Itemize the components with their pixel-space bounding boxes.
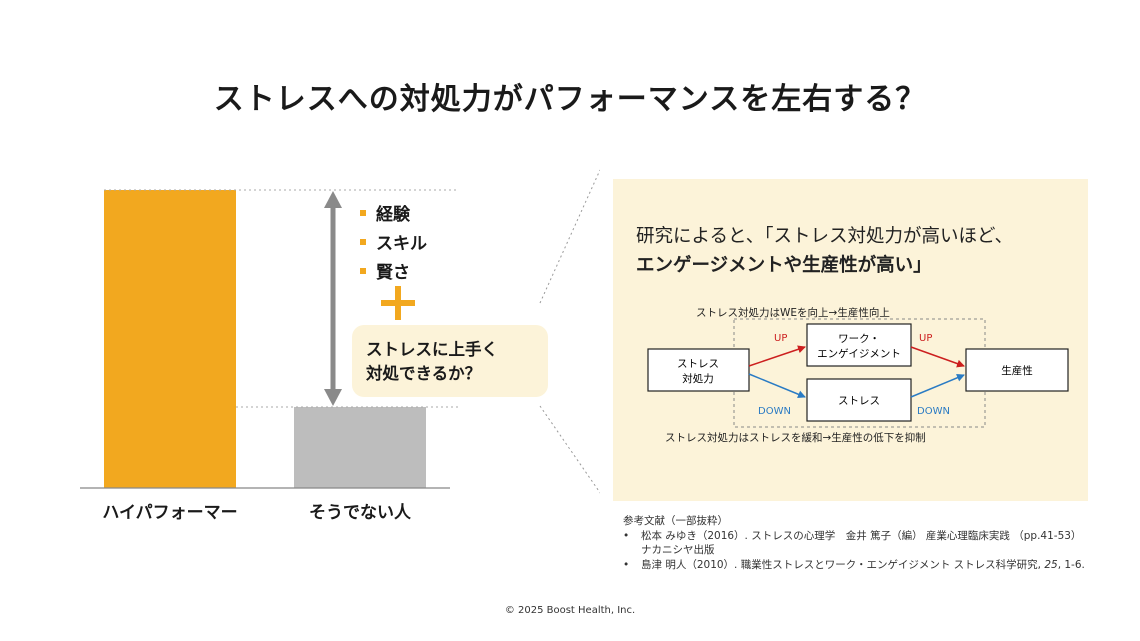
svg-text:エンゲイジメント: エンゲイジメント [817,348,901,360]
high-performer-bar [104,190,236,488]
arrow-stress-to-productivity [910,373,965,398]
references: 参考文献（一部抜粋） • 松本 みゆき（2016）. ストレスの心理学 金井 篤… [623,514,1085,572]
node-stress-coping: ストレス 対処力 [647,348,750,392]
others-bar [294,407,426,488]
research-finding: 研究によると、「ストレス対処力が高いほど、 エンゲージメントや生産性が高い」 [636,226,1014,276]
question-callout: ストレスに上手く 対処できるか？ [352,325,548,397]
svg-text:ワーク・: ワーク・ [838,333,880,345]
bullet-icon [360,238,366,245]
stress-coping-diagram: ストレス対処力はWEを向上→生産性向上 ストレス対処力はストレスを緩和→生産性の… [647,306,1069,444]
top-caption: ストレス対処力はWEを向上→生産性向上 [696,306,890,319]
high-performer-label: ハイパフォーマー [102,503,238,523]
references-heading: 参考文献（一部抜粋） [623,515,728,527]
others-label: そうでない人 [309,503,411,523]
up-label-right: UP [919,333,932,344]
svg-text:ストレス: ストレス [838,395,880,407]
copyright-footer: © 2025 Boost Health, Inc. [504,605,636,616]
reference-item: • 島津 明人（2010）. 職業性ストレスとワーク・エンゲイジメント ストレス… [623,558,1085,571]
svg-text:対処力: 対処力 [682,372,714,385]
factor-skill: スキル [360,229,427,254]
plus-icon [381,286,415,320]
arrow-coping-to-stress [748,373,806,399]
up-label-left: UP [774,333,787,344]
performance-comparison-graphic [80,169,600,494]
down-label-left: DOWN [758,406,791,417]
down-label-right: DOWN [917,406,950,417]
bullet-icon [360,267,366,274]
bullet-icon [360,209,366,216]
gap-arrow [324,191,342,406]
reference-item: • 松本 みゆき（2016）. ストレスの心理学 金井 篤子（編） 産業心理臨床… [623,529,1082,557]
node-stress: ストレス [806,378,912,422]
factor-experience: 経験 [360,200,410,225]
arrow-coping-to-engagement [748,345,806,367]
factor-intelligence: 賢さ [360,258,410,283]
node-productivity: 生産性 [965,348,1069,392]
arrow-engagement-to-productivity [910,346,965,368]
bottom-caption: ストレス対処力はストレスを緩和→生産性の低下を抑制 [665,431,926,444]
page-title: ストレスへの対処力がパフォーマンスを左右する？ [213,82,927,117]
svg-text:ストレス: ストレス [677,358,719,370]
zoom-line-bottom [539,405,600,494]
zoom-line-top [539,169,600,304]
svg-text:生産性: 生産性 [1001,364,1033,377]
node-work-engagement: ワーク・ エンゲイジメント [806,323,912,367]
